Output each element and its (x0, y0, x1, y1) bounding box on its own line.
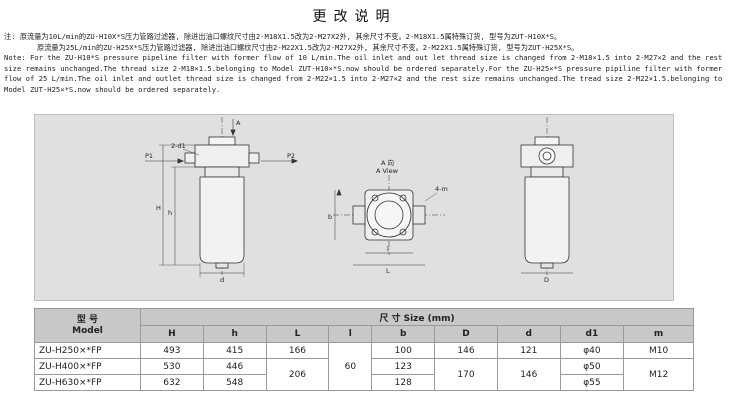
cell-h: 548 (202, 374, 267, 391)
note-line-2: 原流量为25L/min的ZU-H25X*S压力管路过滤器, 除进出油口螺纹尺寸由… (37, 42, 579, 52)
col-b: b (371, 325, 436, 343)
cell-L: 166 (265, 342, 330, 359)
col-d: d (496, 325, 561, 343)
cell-H: 632 (140, 374, 204, 391)
model-header-en: Model (72, 325, 103, 336)
label-a-view: A View (376, 167, 399, 175)
cell-b: 123 (371, 358, 436, 375)
col-m: m (623, 325, 694, 343)
label-a-dir: A 向 (381, 158, 394, 167)
cell-l: 60 (328, 342, 373, 391)
table-row: ZU-H630×*FP 632 548 128 φ55 (34, 374, 694, 391)
page-title: 更改说明 (312, 9, 397, 25)
row-model: ZU-H250×*FP (34, 342, 141, 359)
label-4-m: 4-m (435, 185, 448, 193)
label-b: b (328, 213, 332, 221)
cell-d1: φ55 (559, 374, 625, 391)
note-line-3: Note: For the ZU-H10*S pressure pipeline… (4, 53, 723, 62)
label-D: D (544, 276, 549, 284)
note-line-1: 注: 原流量为10L/min的ZU-H10X*S压力管路过滤器, 除进出油口螺纹… (4, 32, 562, 41)
cell-d: 121 (496, 342, 561, 359)
col-H: H (140, 325, 204, 343)
cell-H: 530 (140, 358, 204, 375)
cell-d: 146 (496, 358, 561, 391)
cell-m: M12 (623, 358, 694, 391)
note-line-4: size remains unchanged.The thread size 2… (4, 63, 723, 73)
label-l: l (387, 245, 389, 253)
cell-d1: φ40 (559, 342, 625, 359)
label-p1: P1 (145, 152, 153, 160)
front-view (145, 117, 299, 277)
spec-table: 型 号 Model 尺 寸 Size (mm) H h L l b D d d1… (34, 308, 694, 391)
row-model: ZU-H400×*FP (34, 358, 141, 375)
cell-D: 146 (434, 342, 498, 359)
note-line-5: flow of 25 L/min.The oil inlet and outle… (4, 74, 723, 83)
col-h: h (202, 325, 267, 343)
a-view (333, 175, 445, 266)
cell-h: 446 (202, 358, 267, 375)
col-L: L (265, 325, 330, 343)
col-l: l (328, 325, 373, 343)
label-h-big: H (156, 204, 161, 212)
side-view (520, 117, 574, 275)
technical-drawing: A 2-d1 P1 P2 H h d (34, 114, 674, 301)
model-header-cn: 型 号 (76, 314, 99, 325)
cell-D: 170 (434, 358, 498, 391)
cell-b: 100 (371, 342, 436, 359)
cell-b: 128 (371, 374, 436, 391)
cell-h: 415 (202, 342, 267, 359)
cell-H: 493 (140, 342, 204, 359)
table-row: ZU-H250×*FP 493 415 166 60 100 146 121 φ… (34, 342, 694, 391)
col-D: D (434, 325, 498, 343)
cell-m: M10 (623, 342, 694, 359)
label-L: L (386, 267, 390, 275)
label-d: d (220, 276, 224, 284)
label-h-small: h (168, 209, 172, 217)
cell-d1: φ50 (559, 358, 625, 375)
note-line-6: Model ZUT-H25×*S.now should be ordered s… (4, 84, 221, 94)
cell-L: 206 (265, 358, 330, 391)
label-a-top: A (236, 119, 241, 127)
col-d1: d1 (559, 325, 625, 343)
row-model: ZU-H630×*FP (34, 374, 141, 391)
label-p2: P2 (287, 152, 295, 160)
size-header: 尺 寸 Size (mm) (140, 308, 694, 326)
model-header: 型 号 Model (34, 308, 141, 343)
label-2-d1: 2-d1 (171, 142, 186, 150)
